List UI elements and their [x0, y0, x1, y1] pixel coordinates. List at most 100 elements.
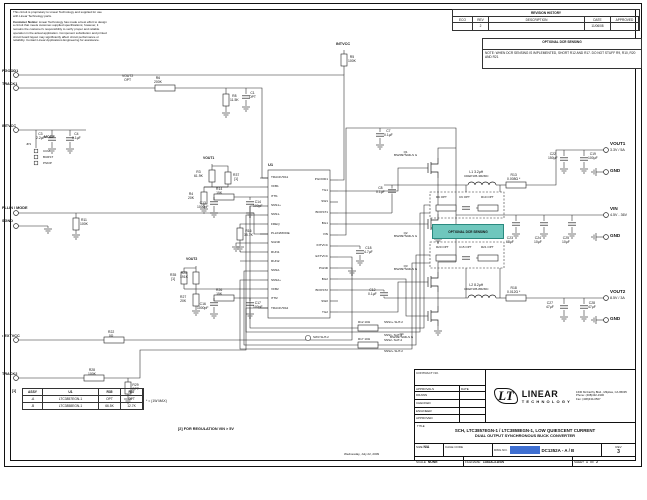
net-intvcc-top: INTVCC [336, 42, 351, 46]
drawing-title-line2: DUAL OUTPUT SYNCHRONOUS BUCK CONVERTER [474, 433, 576, 438]
value: 0Ω [108, 333, 114, 338]
filename-value: 1352A-3.DSN [482, 460, 504, 464]
ic-pin-label: VIN [322, 232, 328, 237]
refdes: R21 [481, 245, 487, 249]
rev-approved [611, 23, 639, 30]
refdes: R4 [188, 192, 194, 196]
refdes-value: L1 3.2µH [464, 170, 489, 175]
cell-r35: OPT [99, 396, 121, 403]
ic-pin-label: SNS1- [271, 212, 281, 217]
refdes: R13 [510, 173, 517, 177]
rev-description [489, 23, 585, 30]
cell-r37: 12.7K [121, 403, 143, 409]
value: 0.008Ω * [507, 176, 521, 181]
value: 20K [188, 195, 195, 200]
assembly-table-rows: -A LTC3857EGN-1 OPT OPT -B LTC3858EGN-1 … [23, 396, 143, 409]
size-label: SIZE [416, 444, 423, 449]
terminal-vout1-spec: 3.3V / 5A [610, 148, 625, 152]
note-1w-max: * = (1W MAX) [146, 399, 167, 403]
refdes: R3 [196, 170, 201, 174]
label-r21: R21 OPT [481, 245, 494, 249]
cell-u1: LTC3857EGN-1 [43, 396, 99, 403]
ic-pin-label: SW1 [321, 199, 328, 204]
terminal-gnd-2: GND [610, 233, 621, 238]
value: [1] [234, 176, 238, 181]
dwg-no-cell: DWG NO. DC1352A - A / B [493, 444, 602, 456]
net-vout1-sense: VOUT1 [203, 156, 215, 160]
title-block: CONTRACT NO. APPROVALS DATE DRAWN CHECKE… [414, 369, 636, 467]
checked-label: CHECKED [415, 399, 460, 407]
sheet-cell: SHEET 1 OF 2 [573, 457, 635, 467]
title-label: TITLE [417, 424, 425, 428]
refdes: R12 [358, 320, 364, 324]
approved-row: APPROVED [415, 415, 485, 422]
ic-pin-label: SNS2+ [271, 277, 281, 282]
company-line2: TECHNOLOGY [521, 398, 573, 404]
value: OPT [463, 195, 470, 199]
value: OPT [487, 245, 494, 249]
ic-pin-label: BOOST1 [315, 210, 328, 215]
value: 1000pF [197, 305, 209, 310]
refdes: C4 [74, 132, 79, 136]
ic-pin-label: SW2 [321, 298, 328, 303]
col-date: DATE [585, 17, 611, 23]
terminal-track1: TRACK1 [2, 82, 18, 86]
assembly-table-header: ASSY U1 R35 R37 [23, 389, 143, 396]
ic-pin-label: VFB1 [271, 184, 279, 189]
label-c9: C9 OPT [459, 195, 470, 199]
terminal-pgood1: PGOOD1 [2, 69, 19, 73]
refdes: R11 [80, 218, 87, 222]
refdes: R14 [216, 187, 223, 191]
value: 0.1µF [384, 132, 393, 137]
scale-label: SCALE [416, 460, 426, 464]
drawing-title-line1: SCH, LTC3857EGN-1 / LTC3858EGN-1, LOW QU… [454, 428, 596, 433]
company-block: LT LINEAR TECHNOLOGY 1630 McCarthy Blvd.… [486, 370, 635, 422]
filename-cell: FILENAME: 1352A-3.DSN [464, 457, 573, 467]
net-opt: OPT [124, 77, 132, 82]
refdes: C28 [588, 301, 596, 305]
refdes: R26 [216, 288, 223, 292]
sheet-value: 1 [586, 460, 588, 464]
ic-pin-label: INTVCC [316, 243, 328, 248]
refdes: C13 [199, 201, 206, 205]
terminal-vout1: VOUT1 [610, 141, 626, 146]
refdes: Q2 [403, 231, 408, 235]
engineer-label: ENGINEER [415, 407, 460, 415]
value: 8.2µH [474, 283, 484, 287]
sheet-label: SHEET [574, 460, 585, 464]
value: 0.012Ω * [507, 289, 521, 294]
ic-pin-label: PLLIN/MODE [271, 231, 290, 236]
value: 68µF [506, 239, 514, 244]
terminal-vin: VIN [610, 206, 618, 211]
refdes: C12 [369, 288, 376, 292]
col-r35: R35 [99, 389, 121, 396]
refdes: C24 [534, 236, 542, 240]
refdes: C14 [254, 200, 261, 204]
label-r37: R37[1] [233, 173, 239, 182]
refdes: C16 [199, 302, 206, 306]
rev-number: 2 [473, 23, 489, 30]
value: 100µF [588, 155, 598, 160]
value: 47µF [546, 304, 554, 309]
optional-dcr-sensing-tag: OPTIONAL DCR SENSING [432, 224, 504, 239]
col-u1: U1 [43, 389, 99, 396]
value: 61.9K [194, 173, 203, 178]
ic-pin-label: PGND [319, 265, 328, 270]
value: 100K [348, 58, 356, 63]
refdes: C25 [562, 236, 570, 240]
drawn-label: DRAWN [415, 392, 460, 399]
value: 47µF [588, 304, 596, 309]
ic-pin-label: SNS1+ [271, 203, 281, 208]
